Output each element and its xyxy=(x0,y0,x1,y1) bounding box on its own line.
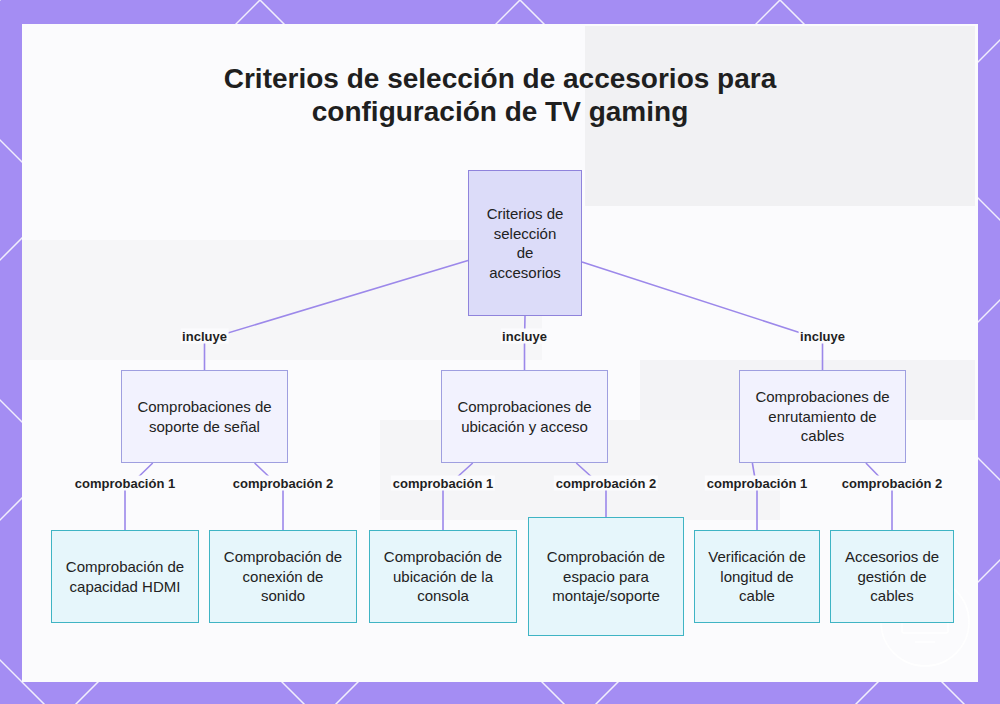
box-content: Criterios de selección de accesorios xyxy=(486,204,564,282)
box-content: Accesorios de gestión de cables xyxy=(841,547,943,606)
check-box: Accesorios de gestión de cables xyxy=(830,530,954,623)
box-text: Criterios de selección de accesorios xyxy=(486,204,564,282)
box-text: Comprobación de ubicación de la consola xyxy=(380,547,506,606)
box-text: Comprobación de conexión de sonido xyxy=(220,547,346,606)
category-box: Comprobaciones de enrutamiento de cables xyxy=(739,370,906,463)
category-box: Comprobaciones de soporte de señal xyxy=(121,370,288,463)
edge-label: comprobación 1 xyxy=(391,476,495,491)
edge-label: comprobación 2 xyxy=(231,476,335,491)
box-text: Comprobaciones de enrutamiento de cables xyxy=(750,387,895,446)
category-box: Comprobaciones de ubicación y acceso xyxy=(441,370,608,463)
box-text: Comprobación de capacidad HDMI xyxy=(62,557,188,596)
box-content: Comprobaciones de enrutamiento de cables xyxy=(750,387,895,446)
box-text: Accesorios de gestión de cables xyxy=(841,547,943,606)
connector-line xyxy=(125,463,153,530)
box-content: Comprobaciones de ubicación y acceso xyxy=(452,397,597,436)
box-text: Verificación de longitud de cable xyxy=(705,547,809,606)
edge-label: incluye xyxy=(180,329,229,344)
edge-label: incluye xyxy=(798,329,847,344)
connector-line xyxy=(866,463,892,530)
box-text: Comprobaciones de ubicación y acceso xyxy=(452,397,597,436)
connector-line xyxy=(205,261,469,370)
box-content: Verificación de longitud de cable xyxy=(705,547,809,606)
box-content: Comprobación de capacidad HDMI xyxy=(62,557,188,596)
root-box: Criterios de selección de accesorios xyxy=(468,170,582,316)
inner-panel xyxy=(22,24,978,682)
check-box: Comprobación de conexión de sonido xyxy=(209,530,357,623)
connector-line xyxy=(443,463,473,530)
box-content: Comprobaciones de soporte de señal xyxy=(132,397,277,436)
check-box: Verificación de longitud de cable xyxy=(694,530,820,623)
check-box: Comprobación de capacidad HDMI xyxy=(51,530,199,623)
box-content: Comprobación de conexión de sonido xyxy=(220,547,346,606)
diagram-title: Criterios de selección de accesorios par… xyxy=(220,62,780,128)
edge-label: comprobación 1 xyxy=(705,476,809,491)
box-text: Comprobaciones de soporte de señal xyxy=(132,397,277,436)
check-box: Comprobación de ubicación de la consola xyxy=(369,530,517,623)
box-content: Comprobación de espacio para montaje/sop… xyxy=(539,547,673,606)
edge-label: comprobación 2 xyxy=(840,476,944,491)
edge-label: incluye xyxy=(500,329,549,344)
connector-line xyxy=(582,262,823,370)
faded-backdrop xyxy=(22,26,975,520)
check-box: Comprobación de espacio para montaje/sop… xyxy=(528,517,684,636)
box-content: Comprobación de ubicación de la consola xyxy=(380,547,506,606)
connector-line xyxy=(255,463,283,530)
edge-label: comprobación 1 xyxy=(73,476,177,491)
edge-label: comprobación 2 xyxy=(554,476,658,491)
connector-line xyxy=(752,463,757,530)
box-text: Comprobación de espacio para montaje/sop… xyxy=(539,547,673,606)
